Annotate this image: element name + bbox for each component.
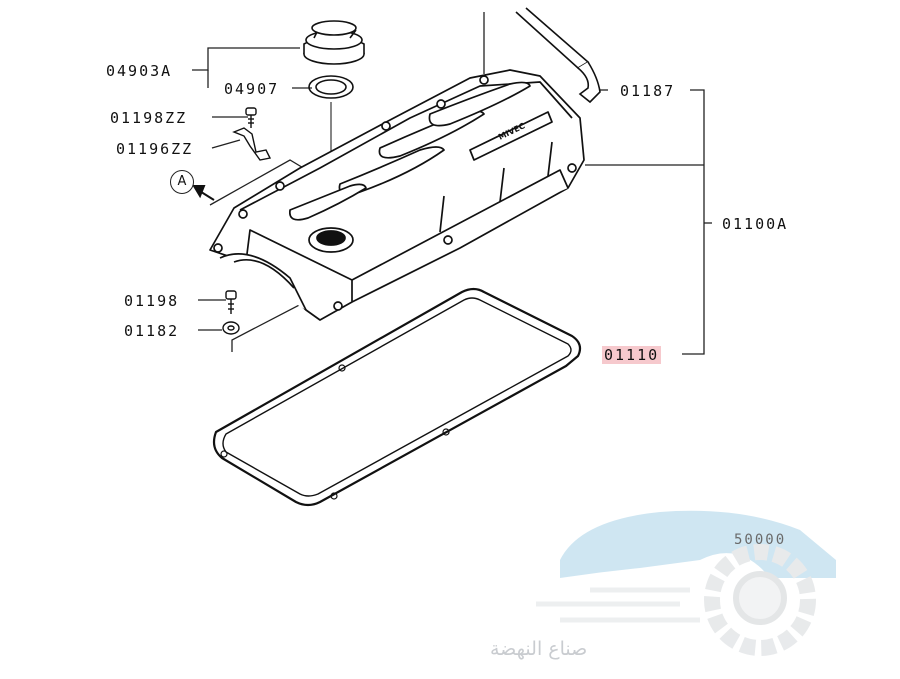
label-01100a: 01100A — [722, 215, 789, 233]
bolt-01198zz — [245, 107, 257, 128]
label-04903a: 04903A — [106, 62, 173, 80]
watermark-gear — [704, 544, 816, 656]
leader-bracket-main — [682, 89, 705, 355]
breather-hose — [515, 7, 601, 104]
arrow-a — [192, 185, 215, 201]
washer-01182 — [222, 321, 240, 335]
watermark-logo — [536, 510, 836, 656]
leader-04903a — [192, 47, 300, 71]
label-04907: 04907 — [224, 80, 280, 98]
callout-a: A — [170, 170, 194, 194]
label-01110: 01110 — [602, 346, 662, 364]
leader-01196zz — [211, 139, 241, 149]
oil-filler-cap — [303, 20, 365, 65]
watermark-wheel — [733, 571, 787, 625]
valve-cover — [209, 69, 585, 321]
watermark-text: صناع النهضة — [490, 638, 588, 660]
label-01182: 01182 — [124, 322, 180, 340]
watermark-code: 50000 — [734, 532, 787, 548]
cap-gasket — [308, 75, 354, 99]
label-01198zz: 01198ZZ — [110, 109, 188, 127]
label-01110-highlight: 01110 — [602, 346, 662, 364]
bracket-01196zz — [232, 127, 272, 161]
label-01198: 01198 — [124, 292, 180, 310]
valve-cover-gasket — [212, 287, 582, 507]
label-01187: 01187 — [620, 82, 676, 100]
watermark-car-shape — [560, 510, 836, 578]
label-01196zz: 01196ZZ — [116, 140, 194, 158]
bolt-01198 — [225, 290, 237, 314]
